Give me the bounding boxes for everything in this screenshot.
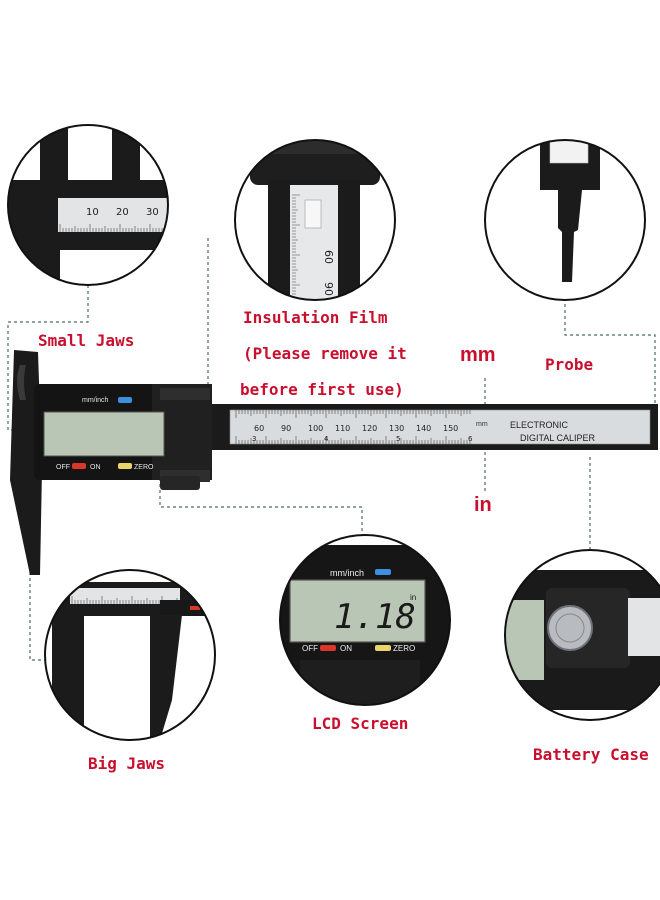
label-insulation-note-2: before first use): [240, 380, 404, 399]
label-battery-case: Battery Case: [533, 745, 649, 764]
inch-scale-number: 3: [252, 435, 256, 443]
film-scale-1: 60: [322, 250, 335, 264]
small-jaws-scale-1: 10: [86, 207, 99, 218]
small-jaws-scale-2: 20: [116, 207, 129, 218]
detail-battery-case: [504, 549, 660, 721]
scale-number: 150: [443, 424, 458, 433]
detail-probe: [484, 139, 646, 301]
label-insulation-film: Insulation Film: [243, 308, 388, 327]
brand-line-1: ELECTRONIC: [510, 420, 569, 430]
caliper-main: [10, 350, 658, 575]
detail-insulation-film: 60 90: [234, 139, 396, 301]
small-jaws-scale-3: 30: [146, 207, 159, 218]
zero-label: ZERO: [134, 464, 154, 471]
inch-scale-number: 6: [468, 435, 473, 443]
label-lcd-screen: LCD Screen: [312, 714, 409, 733]
inch-scale-number: 4: [324, 435, 329, 443]
zero-button: [118, 463, 132, 469]
label-small-jaws: Small Jaws: [38, 331, 135, 350]
lcd-unit-label: mm/inch: [330, 568, 364, 578]
scale-number: 100: [308, 424, 323, 433]
caliper-scale: [229, 409, 651, 445]
lcd-zero-label: ZERO: [393, 644, 415, 653]
on-label: ON: [90, 464, 101, 471]
lcd-off-label: OFF: [302, 644, 318, 653]
label-in-unit: in: [474, 494, 492, 516]
battery-coin: [547, 605, 593, 651]
label-probe: Probe: [545, 355, 594, 374]
detail-big-jaws: [44, 569, 216, 741]
label-insulation-note-1: (Please remove it: [243, 344, 407, 363]
off-label: OFF: [56, 464, 70, 471]
scale-number: 60: [254, 424, 264, 433]
detail-small-jaws: 10 20 30: [7, 124, 169, 286]
on-button: [72, 463, 86, 469]
lcd-reading: 1.18: [334, 597, 416, 637]
scale-number: 110: [335, 424, 350, 433]
label-big-jaws: Big Jaws: [88, 754, 166, 773]
label-mm-unit: mm: [460, 344, 496, 366]
brand-line-2: DIGITAL CALIPER: [520, 433, 596, 443]
scale-ticks: [235, 410, 471, 444]
scale-number: 130: [389, 424, 404, 433]
scale-number: 120: [362, 424, 377, 433]
lcd-window: [43, 411, 165, 457]
unit-button: [118, 397, 132, 403]
inch-scale-number: 5: [396, 435, 400, 443]
scale-number: 90: [281, 424, 291, 433]
scale-numbers: 60 90 100 110 120 130 140 150 3 4 5 6: [252, 424, 473, 443]
scale-unit: mm: [476, 421, 488, 428]
scale-number: 140: [416, 424, 431, 433]
film-scale-2: 90: [322, 282, 335, 296]
lcd-on-label: ON: [340, 644, 352, 653]
unit-label: mm/inch: [82, 397, 109, 404]
lcd-reading-unit: in: [410, 593, 416, 602]
